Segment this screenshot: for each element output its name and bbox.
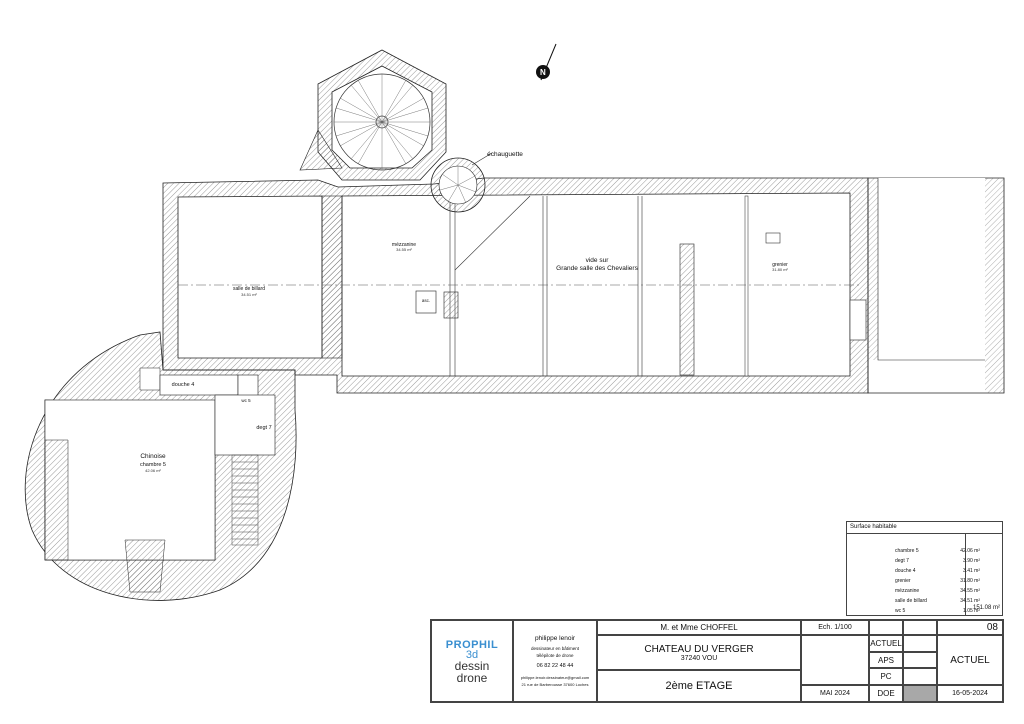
title-block: PROPHIL 3d dessin drone philippe lenoir …	[430, 619, 1004, 703]
phase-actuel: ACTUEL	[869, 635, 903, 652]
client-name: M. et Mme CHOFFEL	[597, 620, 801, 635]
round-tower	[24, 331, 297, 601]
doe-marker	[903, 685, 937, 702]
author-block: philippe lenoir dessinateur en bâtiment …	[513, 620, 597, 702]
chinoise-label: Chinoise	[140, 453, 166, 460]
right-annex	[867, 177, 1005, 394]
status: ACTUEL	[937, 635, 1003, 685]
billard-area: 34.51 m²	[241, 292, 257, 297]
issue-date: 16-05-2024	[937, 685, 1003, 702]
douche-label: douche 4	[172, 382, 195, 388]
billard-label: salle de billard	[233, 286, 265, 292]
logo: PROPHIL 3d dessin drone	[431, 620, 513, 702]
phase-doe: DOE	[869, 685, 903, 702]
north-arrow-icon: N	[536, 43, 557, 81]
degt-label: degt 7	[256, 425, 271, 431]
mezzanine-area: 34.55 m²	[396, 247, 412, 252]
level-name: 2ème ETAGE	[597, 670, 801, 702]
stair-tower	[299, 49, 447, 181]
chambre5-label: chambre 5	[140, 462, 166, 468]
echauguette-label: échauguette	[487, 151, 523, 158]
structural-beams	[178, 195, 860, 376]
asc-label: asc.	[422, 298, 430, 303]
phase-pc: PC	[869, 668, 903, 685]
vide-label-line2: Grande salle des Chevaliers	[556, 265, 638, 272]
vide-label-line1: vide sur	[586, 257, 610, 264]
grenier-label: grenier	[772, 262, 788, 268]
mezzanine-label: mézzanine	[392, 242, 416, 248]
surface-total: 151.08 m²	[972, 605, 1000, 611]
chambre5-area: 42.06 m²	[145, 468, 161, 473]
surface-title: Surface habitable	[850, 524, 897, 530]
sheet-number: 08	[937, 620, 1003, 635]
room-labels: salle de billard 34.51 m² mézzanine 34.5…	[140, 151, 789, 473]
grenier-area: 31.80 m²	[772, 267, 788, 272]
north-label: N	[540, 68, 546, 77]
project-block: CHATEAU DU VERGER 37240 VOU	[597, 635, 801, 670]
main-wing-walls	[162, 177, 869, 394]
echauguette-turret	[430, 152, 493, 213]
date: MAI 2024	[801, 685, 869, 702]
scale: Ech. 1/100	[801, 620, 869, 635]
wc-label: wc 5	[241, 398, 251, 403]
phase-aps: APS	[869, 652, 903, 668]
